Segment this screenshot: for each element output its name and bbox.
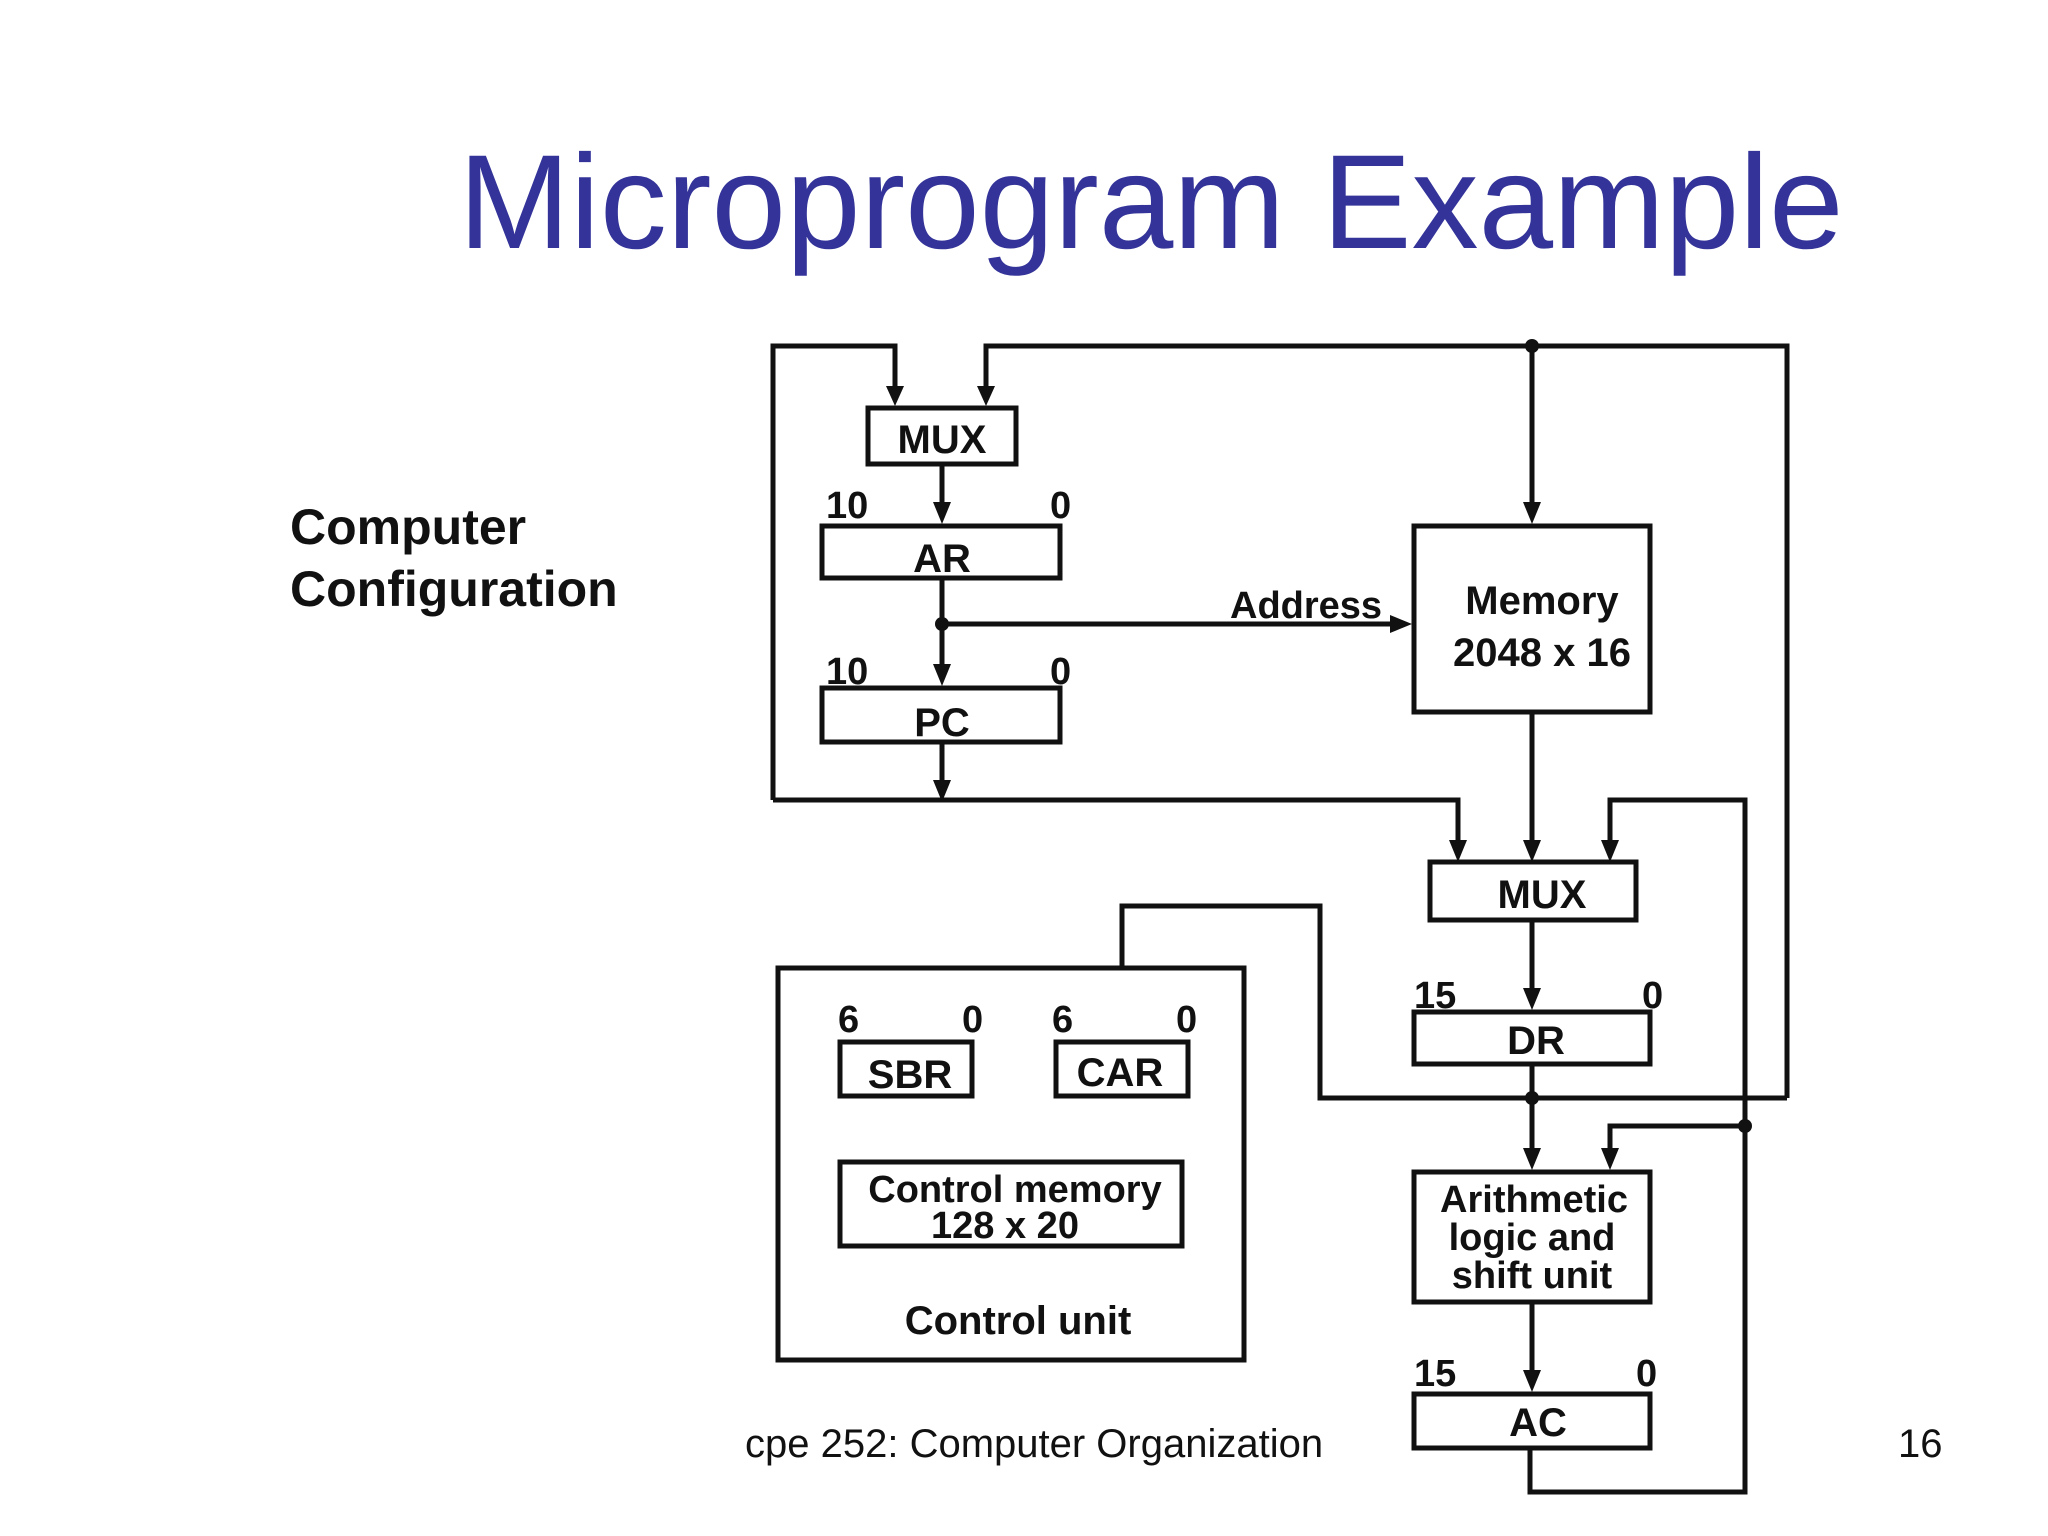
footer-page-number: 16 (1898, 1422, 1943, 1466)
arrowhead (977, 386, 995, 406)
control-memory-line1: Control memory (868, 1169, 1161, 1211)
ac-register: 15 0 AC (1411, 1353, 1657, 1451)
alu-line3: shift unit (1452, 1255, 1613, 1297)
alu-box (1411, 1169, 1653, 1305)
ar-lsb: 0 (1050, 485, 1071, 527)
ac-msb: 15 (1414, 1353, 1456, 1395)
sbr-msb: 6 (838, 999, 859, 1041)
alu-line2: logic and (1449, 1217, 1616, 1259)
ar-register: 10 0 AR (819, 485, 1071, 581)
sbr-box (837, 1039, 975, 1099)
alu-line1: Arithmetic (1440, 1179, 1628, 1221)
ar-box (819, 523, 1063, 581)
mux-top-box (865, 405, 1019, 467)
car-box (1053, 1039, 1191, 1099)
side-label-line1: Computer (290, 499, 527, 555)
arrowhead (1523, 988, 1541, 1010)
pc-label: PC (914, 701, 970, 745)
wire-dr-to-car (1119, 903, 1532, 1101)
arrowhead (1601, 840, 1619, 862)
junction-dot (1738, 1119, 1752, 1133)
address-label: Address (1230, 585, 1382, 627)
ac-box (1411, 1391, 1653, 1451)
memory-line1: Memory (1465, 579, 1619, 623)
arrowhead (1523, 502, 1541, 524)
arrowhead (1449, 840, 1467, 862)
arrowhead (1523, 840, 1541, 862)
control-unit-label: Control unit (905, 1299, 1132, 1343)
arrowhead (933, 664, 951, 686)
arrowhead (886, 386, 904, 406)
mux-top: MUX (865, 405, 1019, 467)
junction-dot (1525, 339, 1539, 353)
dr-lsb: 0 (1642, 975, 1663, 1017)
car-lsb: 0 (1176, 999, 1197, 1041)
wire-lower-bus (773, 797, 1461, 846)
control-memory-line2: 128 x 20 (931, 1205, 1079, 1247)
ar-msb: 10 (826, 485, 868, 527)
control-memory-box (837, 1159, 1185, 1249)
footer-course: cpe 252: Computer Organization (745, 1422, 1324, 1466)
sbr-label: SBR (868, 1053, 953, 1097)
junction-dot (935, 617, 949, 631)
wire-ac-loop (1527, 797, 1748, 1495)
wire-bus-top (983, 343, 1790, 1098)
sbr-lsb: 0 (962, 999, 983, 1041)
arrowhead (933, 780, 951, 802)
mux-mid-box (1427, 859, 1639, 923)
ac-label: AC (1509, 1401, 1567, 1445)
pc-lsb: 0 (1050, 651, 1071, 693)
control-unit: 6 0 SBR 6 0 CAR Control memory 128 x 20 … (775, 965, 1247, 1363)
memory-unit: Memory 2048 x 16 (1411, 523, 1653, 715)
wire-ac-to-alu (1607, 1123, 1745, 1156)
wire-left-loop-top (770, 343, 898, 800)
mux-mid-label: MUX (1498, 873, 1587, 917)
dr-register: 15 0 DR (1411, 975, 1663, 1067)
side-label-line2: Configuration (290, 561, 618, 617)
car-msb: 6 (1052, 999, 1073, 1041)
pc-box (819, 685, 1063, 745)
arrowhead (933, 502, 951, 524)
alu-unit: Arithmetic logic and shift unit (1411, 1169, 1653, 1305)
ar-label: AR (913, 537, 971, 581)
dr-box (1411, 1009, 1653, 1067)
pc-register: 10 0 PC (819, 651, 1071, 745)
mux-top-label: MUX (898, 418, 987, 462)
ac-lsb: 0 (1636, 1353, 1657, 1395)
computer-configuration-label: Computer Configuration (290, 496, 618, 620)
mux-mid: MUX (1427, 859, 1639, 923)
slide-title: Microprogram Example (458, 128, 1844, 277)
arrowhead (1523, 1370, 1541, 1392)
car-label: CAR (1077, 1051, 1164, 1095)
junction-dot (1525, 1091, 1539, 1105)
arrowhead (1523, 1148, 1541, 1170)
memory-line2: 2048 x 16 (1453, 631, 1631, 675)
dr-label: DR (1507, 1019, 1565, 1063)
arrowhead (1601, 1148, 1619, 1170)
memory-box (1411, 523, 1653, 715)
arrowhead (1390, 615, 1412, 633)
